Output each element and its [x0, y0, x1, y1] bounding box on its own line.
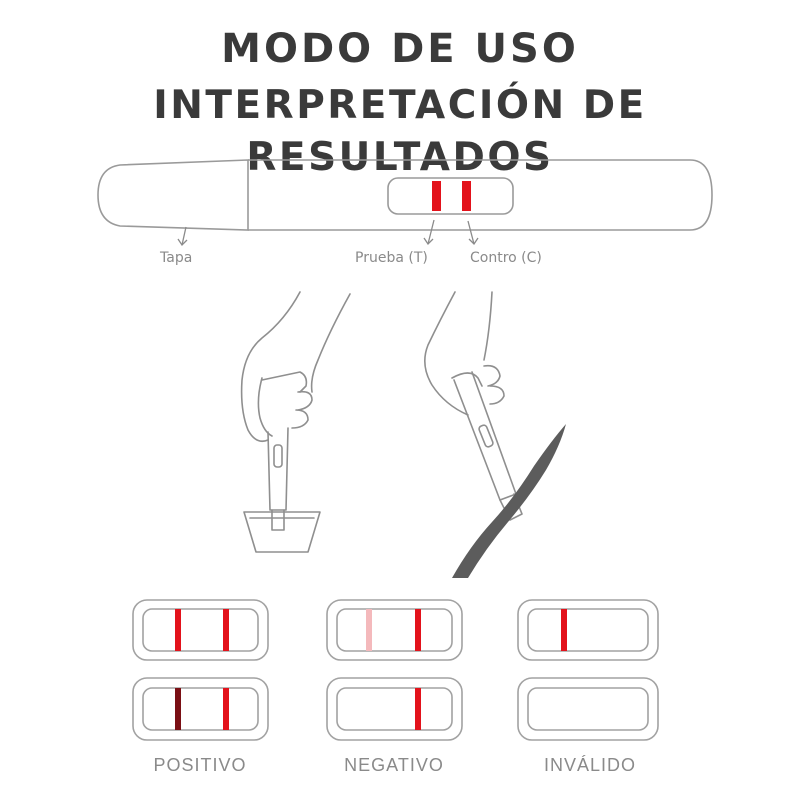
- positive-control-line-2: [223, 688, 229, 730]
- urine-cup: [243, 511, 321, 553]
- test-arrow: [427, 219, 435, 245]
- positive-label: POSITIVO: [153, 755, 246, 775]
- positive-test-line-1: [175, 609, 181, 651]
- device-cap: [97, 159, 249, 231]
- page-subtitle: INTERPRETACIÓN DE RESULTADOS: [153, 83, 647, 180]
- hand-stream-illustration: [424, 291, 523, 521]
- test-line-label: Prueba (T): [355, 250, 428, 266]
- control-line: [462, 181, 471, 211]
- negative-control-line-1: [415, 609, 421, 651]
- negative-label: NEGATIVO: [344, 755, 444, 775]
- cap-arrow: [181, 226, 187, 246]
- positive-strip-1: [132, 599, 269, 661]
- invalid-line-1: [561, 609, 567, 651]
- cap-label: Tapa: [159, 250, 192, 266]
- invalid-strip-2: [517, 677, 659, 741]
- test-device: [97, 159, 713, 231]
- invalid-strip-1: [517, 599, 659, 661]
- device-body: [248, 159, 713, 231]
- page-title: MODO DE USO: [221, 26, 579, 72]
- negative-control-line-2: [415, 688, 421, 730]
- positive-control-line-1: [223, 609, 229, 651]
- test-line: [432, 181, 441, 211]
- negative-faint-line-1: [366, 609, 372, 651]
- result-examples: [132, 599, 659, 741]
- negative-strip-2: [326, 677, 463, 741]
- hand-dipping-illustration: [240, 291, 351, 553]
- negative-strip-1: [326, 599, 463, 661]
- invalid-label: INVÁLIDO: [544, 755, 636, 775]
- positive-test-line-2: [175, 688, 181, 730]
- control-arrow: [467, 220, 475, 245]
- control-line-label: Contro (C): [470, 250, 542, 266]
- result-window: [387, 177, 514, 215]
- positive-strip-2: [132, 677, 269, 741]
- urine-stream: [452, 424, 566, 578]
